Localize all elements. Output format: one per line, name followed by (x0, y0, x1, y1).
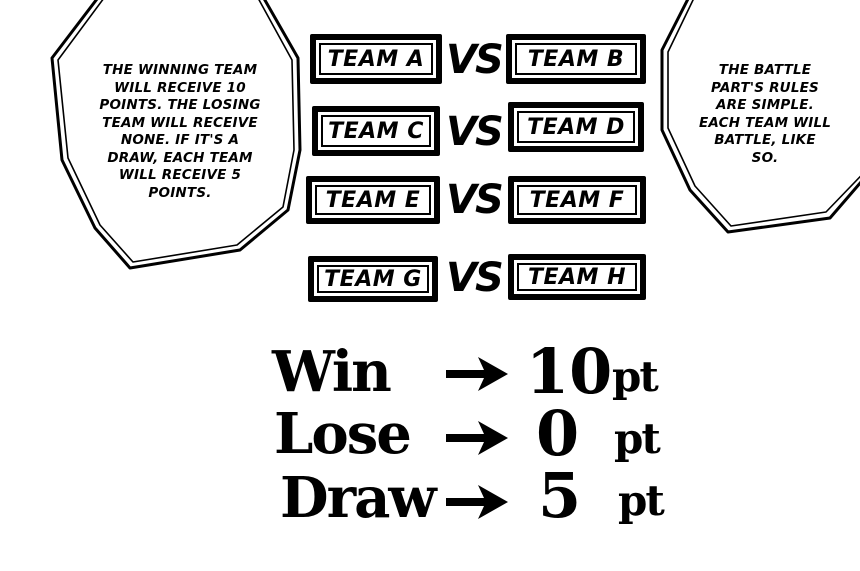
bubble-line: POINTS. (148, 184, 212, 201)
bubble-line: SO. (751, 149, 779, 166)
points-value: 5 (538, 459, 582, 532)
right-bubble-outline-inner (667, 0, 860, 227)
team-box-left: TEAM E (306, 176, 440, 224)
bubble-line: EACH TEAM WILL (698, 114, 832, 131)
score-row-lose: Lose 0 pt (0, 402, 860, 472)
bubble-line: WILL RECEIVE 10 (114, 79, 246, 96)
points-unit: pt (612, 352, 659, 401)
score-row-win: Win 10 pt (0, 338, 860, 408)
score-row-draw: Draw 5 pt (0, 459, 860, 536)
vs-label: VS (446, 177, 504, 223)
team-box-right: TEAM H (508, 254, 646, 300)
result-label: Lose (274, 401, 412, 467)
team-box-left: TEAM A (310, 34, 442, 84)
team-box-right: TEAM B (506, 34, 646, 84)
right-bubble-outline (660, 0, 860, 234)
left-speech-bubble-text: THE WINNING TEAM WILL RECEIVE 10 POINTS.… (80, 62, 280, 202)
team-box-left: TEAM C (312, 106, 440, 156)
points-unit: pt (614, 414, 661, 463)
team-box-right: TEAM F (508, 176, 646, 224)
vs-label: VS (446, 109, 504, 155)
right-arrow-icon (446, 357, 508, 391)
team-box-left: TEAM G (308, 256, 438, 302)
bubble-line: ARE SIMPLE. (716, 97, 814, 113)
vs-label: VS (446, 255, 504, 301)
right-speech-bubble-text: THE BATTLE PART'S RULES ARE SIMPLE. EACH… (690, 62, 840, 167)
bubble-line: THE BATTLE (718, 62, 812, 78)
points-value: 0 (536, 397, 580, 470)
points-unit: pt (618, 476, 665, 525)
bubble-line: DRAW, EACH TEAM (107, 149, 253, 166)
bubble-line: TEAM WILL RECEIVE (102, 114, 258, 131)
left-bubble-outline-inner (57, 0, 295, 263)
result-label: Draw (280, 465, 437, 531)
bubble-line: WILL RECEIVE 5 (118, 167, 242, 183)
right-arrow-icon (446, 485, 508, 519)
bubble-line: PART'S RULES (711, 79, 819, 96)
bubble-line: POINTS. THE LOSING (99, 97, 261, 113)
team-box-right: TEAM D (508, 102, 644, 152)
bubble-line: BATTLE, LIKE (714, 132, 816, 148)
bubble-line: THE WINNING TEAM (102, 62, 258, 78)
bubble-line: NONE. IF IT'S A (120, 132, 240, 148)
vs-label: VS (446, 37, 504, 83)
left-bubble-outline (50, 0, 302, 270)
result-label: Win (272, 339, 392, 405)
points-value: 10 (526, 335, 613, 408)
right-arrow-icon (446, 421, 508, 455)
